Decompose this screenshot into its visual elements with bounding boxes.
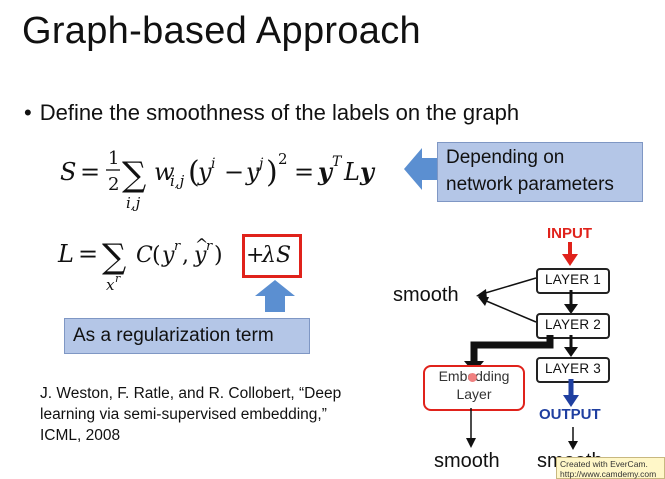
down-arrow-icon — [564, 335, 578, 357]
loss-equation-render: L = ∑ x r C ( y r , y ^ r ) + λS — [57, 235, 291, 294]
regularizer-highlight — [242, 234, 302, 278]
svg-text:r: r — [206, 239, 213, 254]
svg-text:L: L — [57, 240, 74, 268]
input-label: INPUT — [547, 225, 592, 242]
svg-text:y: y — [161, 243, 175, 268]
regularization-callout: As a regularization term — [64, 318, 310, 354]
svg-text:(: ( — [188, 155, 200, 190]
smoothness-equation: S = 1 2 ∑ i,j w i,j ( y i − y j ) 2 = y … — [56, 140, 396, 215]
down-arrow-icon — [568, 427, 578, 450]
svg-text:j: j — [256, 156, 264, 172]
svg-text:r: r — [115, 272, 121, 285]
regularization-label: As a regularization term — [73, 325, 274, 346]
smooth-label-left: smooth — [434, 450, 500, 472]
svg-text:r: r — [174, 239, 181, 254]
depending-line2: network parameters — [446, 174, 614, 195]
svg-text:∑: ∑ — [122, 155, 146, 195]
smooth-arrows — [476, 277, 537, 323]
svg-text:y: y — [359, 157, 376, 186]
svg-text:w: w — [154, 158, 175, 186]
svg-text:T: T — [332, 154, 343, 170]
svg-text:): ) — [214, 243, 223, 268]
smoothness-equation-render: S = 1 2 ∑ i,j w i,j ( y i − y j ) 2 = y … — [60, 148, 376, 212]
svg-text:i,j: i,j — [126, 194, 141, 212]
svg-text:): ) — [266, 155, 278, 190]
svg-text:=: = — [80, 158, 100, 186]
evercam-watermark: Created with EverCam. http://www.camdemy… — [556, 457, 665, 479]
svg-text:λS: λS — [261, 243, 291, 268]
svg-text:,: , — [182, 243, 189, 268]
svg-text:=: = — [294, 158, 314, 186]
svg-text:C: C — [136, 243, 153, 268]
left-arrow-icon — [404, 148, 438, 190]
svg-text:S: S — [60, 158, 76, 186]
output-arrow-icon — [563, 379, 579, 407]
watermark-line2: http://www.camdemy.com — [560, 469, 657, 479]
svg-text:L: L — [343, 158, 360, 186]
input-arrow-icon — [562, 242, 578, 266]
bullet-item: • Define the smoothness of the labels on… — [24, 100, 519, 126]
slide-title: Graph-based Approach — [22, 10, 421, 52]
svg-text:=: = — [78, 240, 98, 268]
depending-line1: Depending on — [446, 147, 565, 168]
svg-text:∑: ∑ — [102, 237, 126, 277]
loss-equation: L = ∑ x r C ( y r , y ^ r ) + λS — [56, 228, 316, 298]
svg-text:2: 2 — [278, 150, 288, 168]
svg-text:^: ^ — [195, 235, 208, 254]
bullet-text: Define the smoothness of the labels on t… — [39, 100, 520, 125]
layer-1-box: LAYER 1 — [536, 268, 610, 294]
svg-text:−: − — [224, 158, 244, 186]
svg-text:2: 2 — [108, 174, 119, 195]
svg-text:+: + — [246, 243, 264, 268]
cursor-dot-icon — [468, 373, 477, 382]
bullet-dot-icon: • — [24, 100, 32, 125]
svg-text:(: ( — [152, 243, 161, 268]
layer-2-box: LAYER 2 — [536, 313, 610, 339]
svg-text:x: x — [106, 276, 115, 294]
svg-text:y: y — [245, 158, 260, 186]
smooth-label-top: smooth — [393, 284, 459, 306]
embedding-line2: Layer — [456, 386, 492, 402]
svg-text:i,j: i,j — [170, 172, 185, 190]
svg-text:1: 1 — [108, 148, 119, 169]
down-arrow-icon — [564, 290, 578, 314]
svg-text:y: y — [197, 158, 212, 186]
depending-callout: Depending on network parameters — [437, 142, 643, 202]
svg-text:y: y — [193, 243, 207, 268]
watermark-line1: Created with EverCam. — [560, 459, 648, 469]
reference-citation: J. Weston, F. Ratle, and R. Collobert, “… — [40, 385, 342, 444]
svg-text:y: y — [317, 157, 334, 186]
up-arrow-icon — [255, 280, 295, 312]
svg-text:i: i — [211, 156, 215, 172]
down-arrow-icon — [466, 408, 476, 448]
output-label: OUTPUT — [539, 406, 601, 423]
embedding-layer-box: Embedding Layer — [423, 365, 525, 411]
